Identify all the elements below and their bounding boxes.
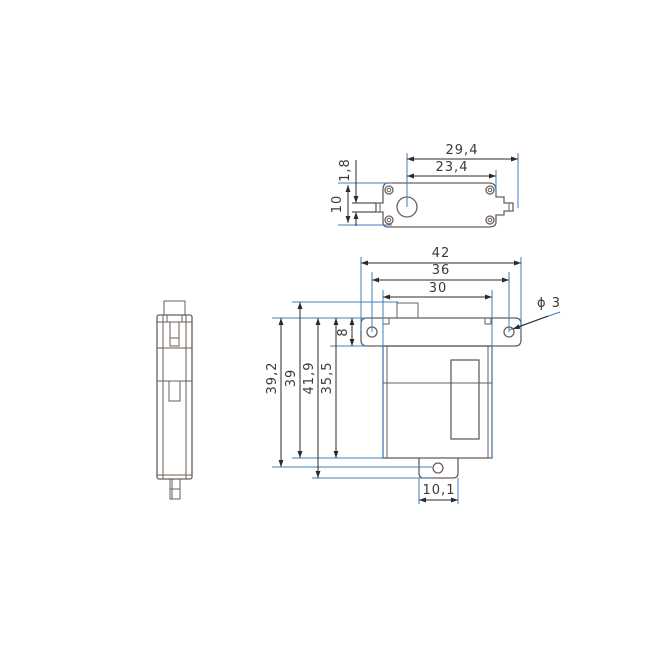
dim-42-label: 42: [432, 246, 451, 261]
dim-10-1-label: 10,1: [423, 483, 456, 498]
dim-30-label: 30: [429, 281, 448, 296]
side-view: [156, 300, 193, 500]
front-view-dimensions: [278, 260, 549, 503]
dim-39-label: 39: [284, 369, 299, 388]
dim-10-label: 10: [330, 195, 345, 214]
dim-23-4-label: 23,4: [436, 160, 469, 175]
dim-1-8-label: 1,8: [338, 158, 353, 182]
dim-phi-3-label: ϕ 3: [537, 296, 561, 311]
top-view-extension-lines: [338, 153, 519, 226]
dim-39-2-label: 39,2: [265, 362, 280, 395]
dim-29-4-label: 29,4: [446, 143, 479, 158]
dim-41-9-label: 41,9: [302, 362, 317, 395]
dim-35-5-label: 35,5: [320, 362, 335, 395]
front-view: [360, 302, 522, 479]
front-view-extension-lines: [272, 257, 561, 504]
top-view: [375, 182, 514, 228]
top-view-dimensions: [345, 156, 518, 226]
dim-8-label: 8: [336, 327, 351, 336]
dim-36-label: 36: [432, 263, 451, 278]
